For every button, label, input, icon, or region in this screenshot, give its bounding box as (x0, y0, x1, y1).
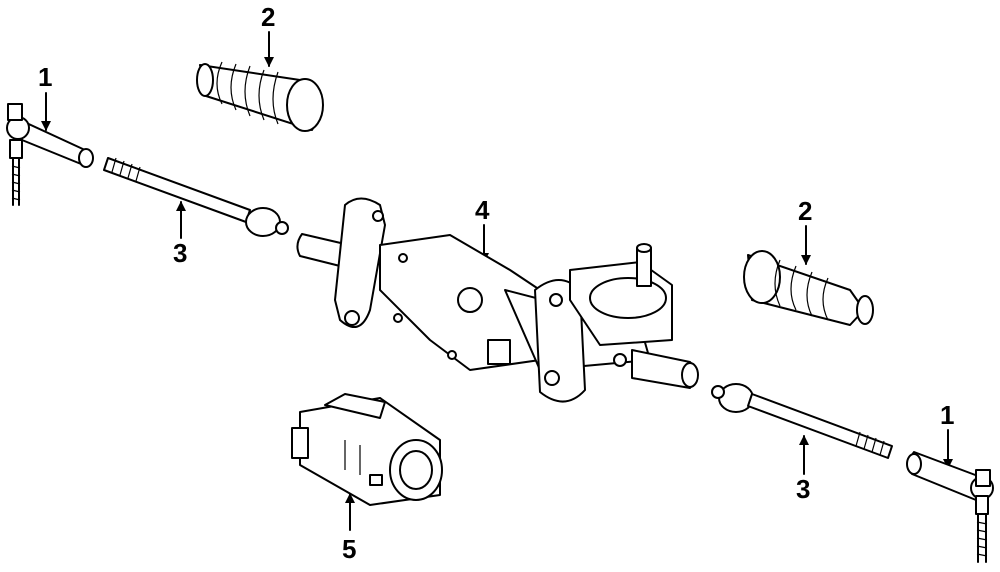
tie-rod-end-left (6, 103, 94, 206)
callout-1-left[interactable]: 1 (38, 62, 53, 92)
callout-2-right[interactable]: 2 (798, 196, 813, 226)
callout-3-left[interactable]: 3 (173, 238, 188, 268)
callout-3-right[interactable]: 3 (796, 474, 811, 504)
rack-boot-right (743, 250, 874, 326)
inner-tie-rod-right (711, 383, 893, 459)
callout-1-right[interactable]: 1 (940, 400, 955, 430)
power-steering-motor (291, 393, 443, 506)
rack-boot-top (196, 61, 324, 132)
inner-tie-rod-left (103, 157, 289, 237)
callout-2-top[interactable]: 2 (261, 2, 276, 32)
leader-arrows (41, 31, 953, 531)
callout-5[interactable]: 5 (342, 534, 357, 564)
callout-4[interactable]: 4 (475, 195, 490, 225)
steering-gear-assembly (296, 197, 699, 403)
tie-rod-end-right (906, 451, 994, 563)
